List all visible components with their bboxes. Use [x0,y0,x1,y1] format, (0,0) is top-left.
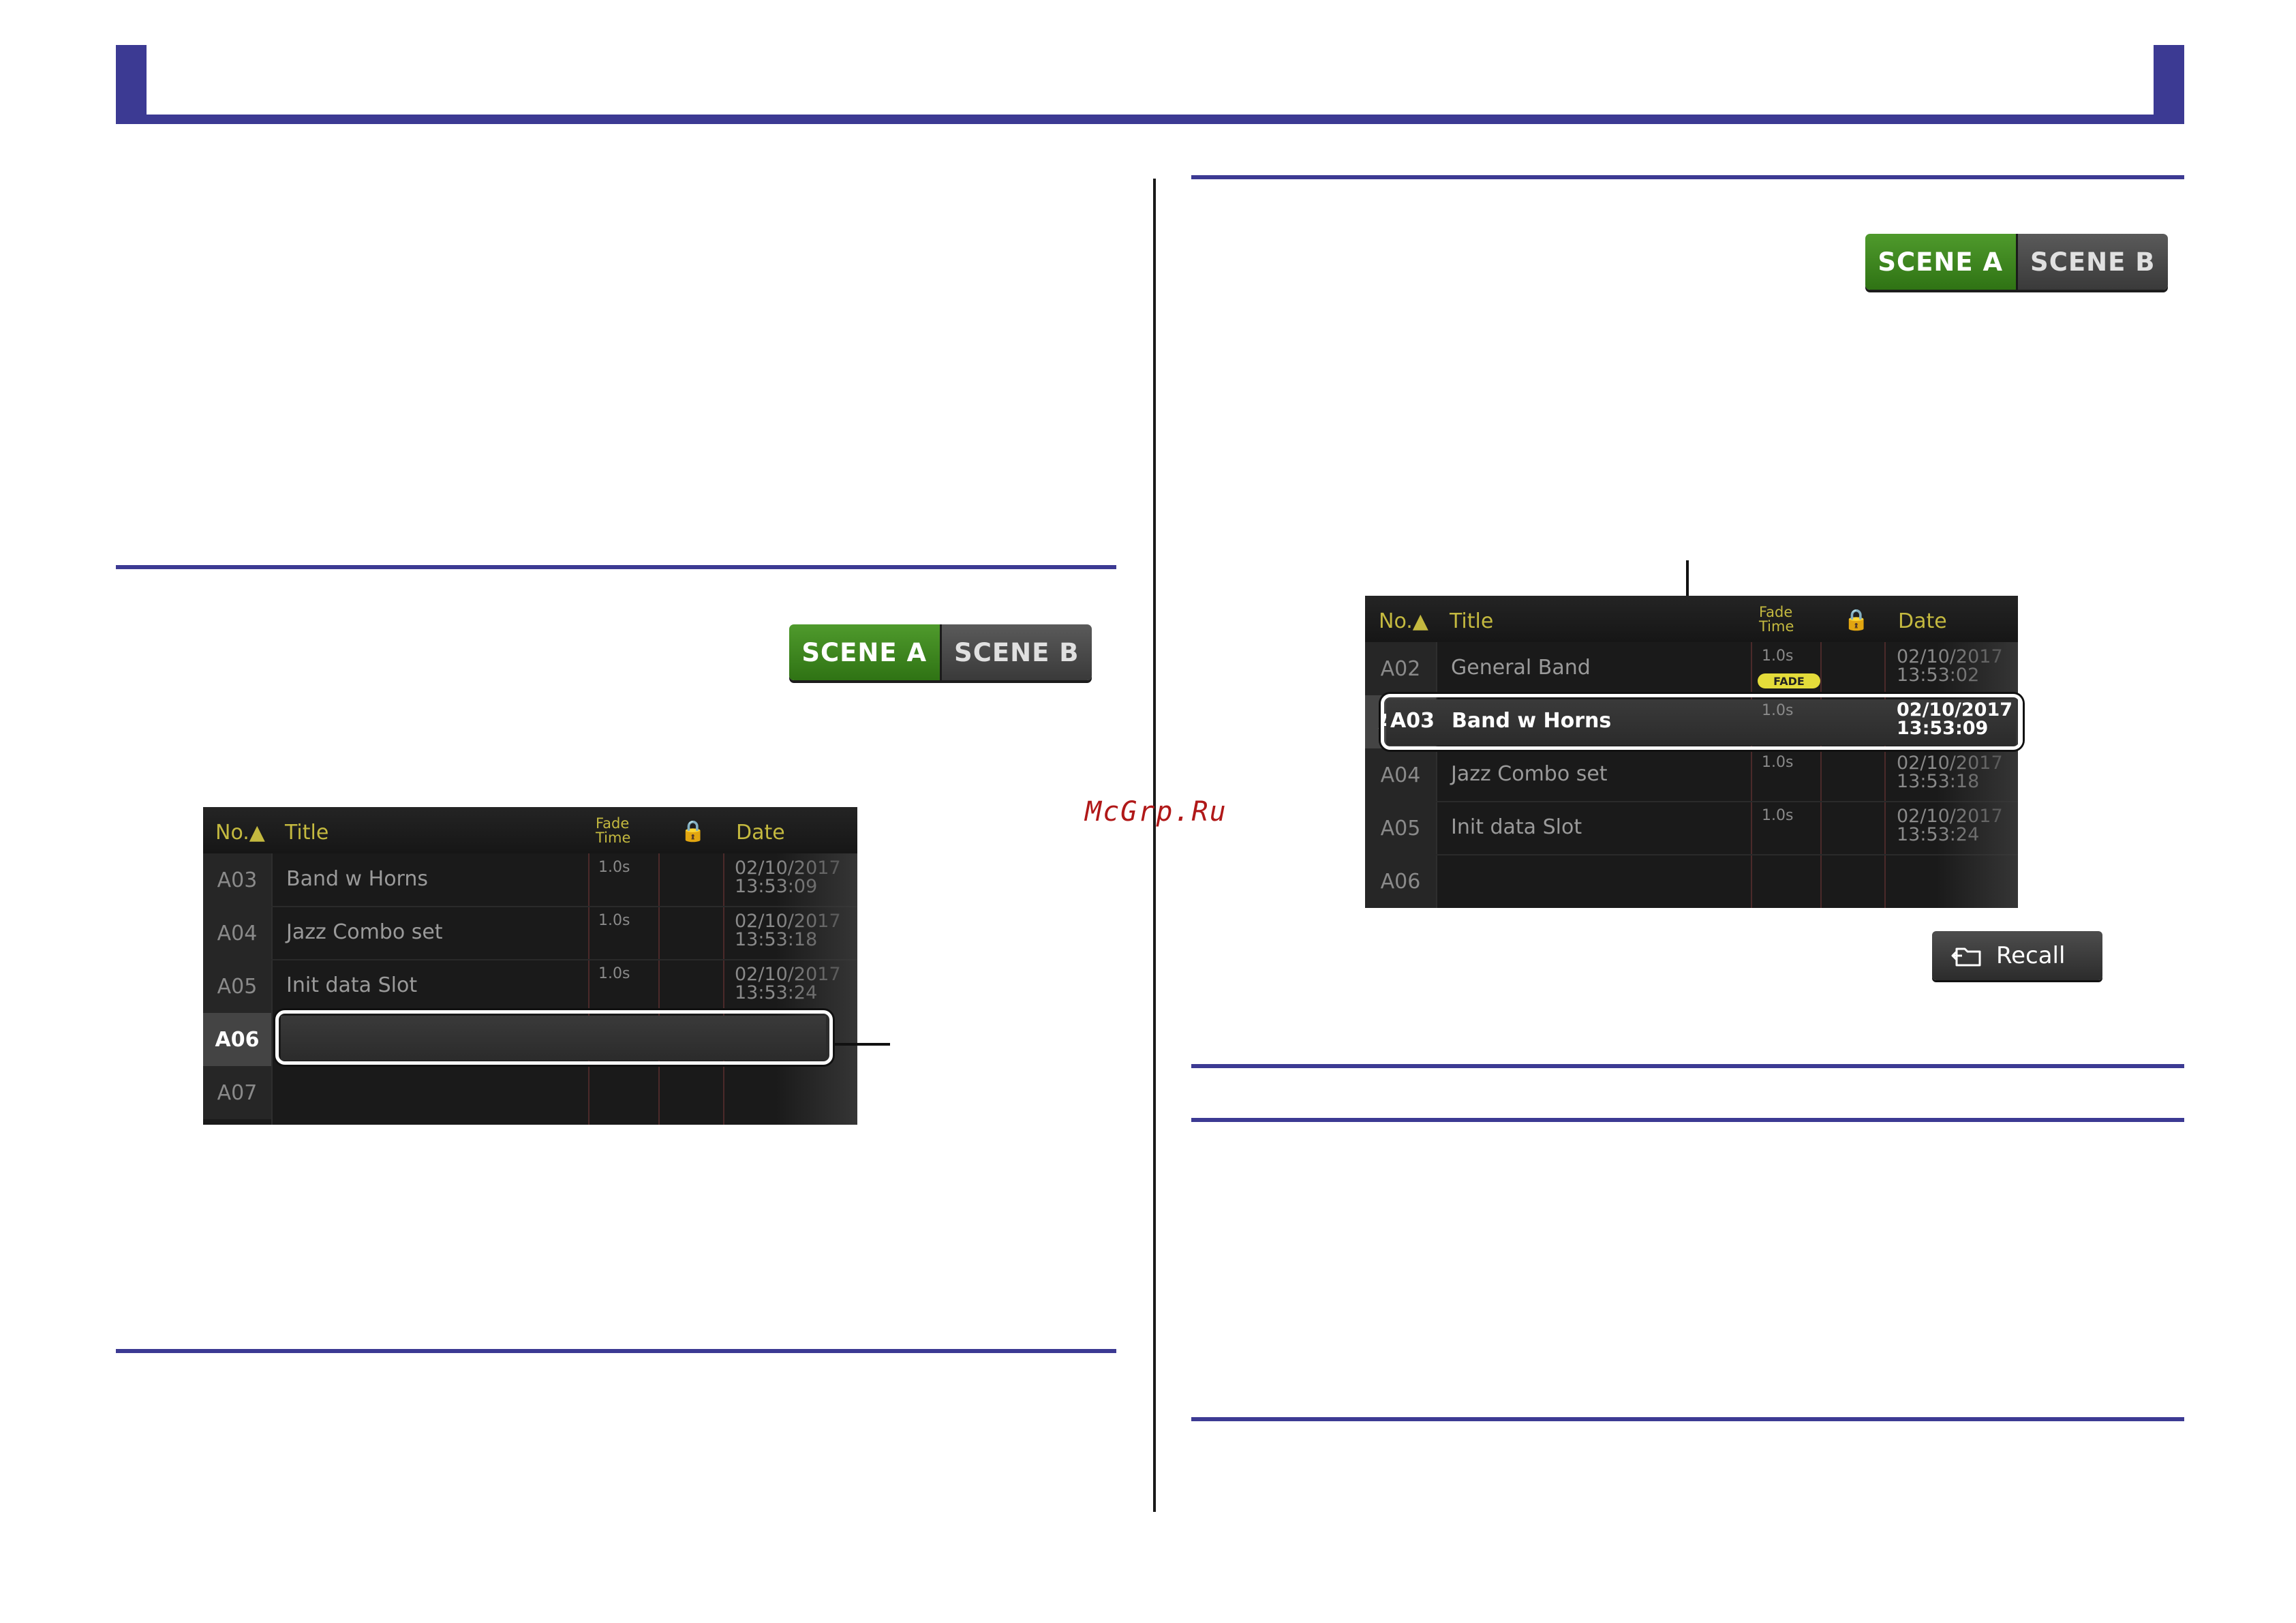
row-number: A05 [1365,802,1436,855]
list-header: No.▲ Title Fade Time 🔒 Date [203,807,857,853]
scene-list-right: No.▲ Title Fade Time 🔒 Date A02 General … [1365,596,2018,908]
scene-b-button[interactable]: SCENE B [2017,234,2168,290]
section-rule [1191,1064,2184,1068]
row-number: A04 [203,907,271,960]
list-header: No.▲ Title Fade Time 🔒 Date [1365,596,2018,642]
selected-row-highlight [1381,694,2023,750]
list-row[interactable]: A04 Jazz Combo set 1.0s 02/10/201713:53:… [203,907,857,960]
scene-b-button[interactable]: SCENE B [941,624,1092,680]
list-row[interactable]: A04 Jazz Combo set 1.0s 02/10/201713:53:… [1365,748,2018,802]
row-title: Jazz Combo set [286,920,443,944]
scene-a-button[interactable]: SCENE A [1865,234,2018,290]
row-fade-time: 1.0s [598,912,630,929]
recall-label: Recall [1996,942,2066,969]
row-number: A04 [1365,748,1436,802]
scene-switch-right: SCENE A SCENE B [1865,234,2168,290]
header-date[interactable]: Date [1898,609,1947,633]
row-fade-time: 1.0s [598,965,630,982]
list-row[interactable]: A05 Init data Slot 1.0s 02/10/201713:53:… [1365,802,2018,855]
list-row-selected[interactable]: A06 [203,1013,857,1066]
header-fade-line1: Fade [596,815,630,832]
header-title[interactable]: Title [285,821,329,845]
header-fade-line1: Fade [1759,604,1793,620]
section-rule [1191,1118,2184,1122]
section-rule [116,565,1116,569]
section-rule [1191,175,2184,179]
row-title: Init data Slot [286,973,418,997]
section-rule [1191,1417,2184,1421]
row-title: General Band [1451,656,1591,680]
header-title[interactable]: Title [1450,609,1494,633]
list-row[interactable]: A05 Init data Slot 1.0s 02/10/201713:53:… [203,960,857,1013]
row-title: Band w Horns [286,867,428,891]
header-date[interactable]: Date [736,821,785,845]
header-fade-time[interactable]: Fade Time [596,817,630,845]
row-number: A02 [1365,642,1436,695]
row-number: A06 [1365,855,1436,908]
watermark-text: McGrp.Ru [1085,796,1227,828]
recall-button[interactable]: Recall [1932,931,2102,980]
list-row[interactable]: A02 General Band 1.0s FADE 02/10/201713:… [1365,642,2018,695]
page-header-inner [147,45,2154,115]
fade-badge: FADE [1758,673,1820,688]
header-fade-line2: Time [1759,618,1794,635]
header-no[interactable]: No.▲ [215,821,265,845]
list-row[interactable]: A07 [203,1066,857,1119]
column-divider [1153,179,1156,1512]
selected-row-number: A03 [1390,709,1435,733]
lock-icon[interactable]: 🔒 [680,819,706,843]
lock-icon[interactable]: 🔒 [1843,608,1869,632]
row-number: A03 [203,853,271,907]
selected-row-fade-time: 1.0s [1762,702,1794,719]
row-number: A07 [203,1066,271,1119]
selected-row-title: Band w Horns [1452,709,1612,733]
selected-row-highlight [275,1010,833,1065]
row-fade-time: 1.0s [1762,754,1794,771]
header-fade-time[interactable]: Fade Time [1759,605,1794,634]
row-fade-time: 1.0s [598,859,630,876]
row-fade-time: 1.0s [1762,648,1794,665]
row-number: A05 [203,960,271,1013]
row-number: A06 [203,1013,271,1066]
row-title: Jazz Combo set [1451,762,1608,786]
header-no[interactable]: No.▲ [1379,609,1428,633]
section-rule [116,1349,1116,1353]
row-fade-time: 1.0s [1762,807,1794,824]
row-title: Init data Slot [1451,815,1582,839]
scene-list-left: No.▲ Title Fade Time 🔒 Date A03 Band w H… [203,807,857,1125]
list-row[interactable]: A06 [1365,855,2018,908]
header-fade-line2: Time [596,830,631,846]
callout-line [833,1043,890,1046]
recall-folder-icon [1951,947,1981,967]
scene-switch-left: SCENE A SCENE B [789,624,1092,680]
scene-a-button[interactable]: SCENE A [789,624,942,680]
